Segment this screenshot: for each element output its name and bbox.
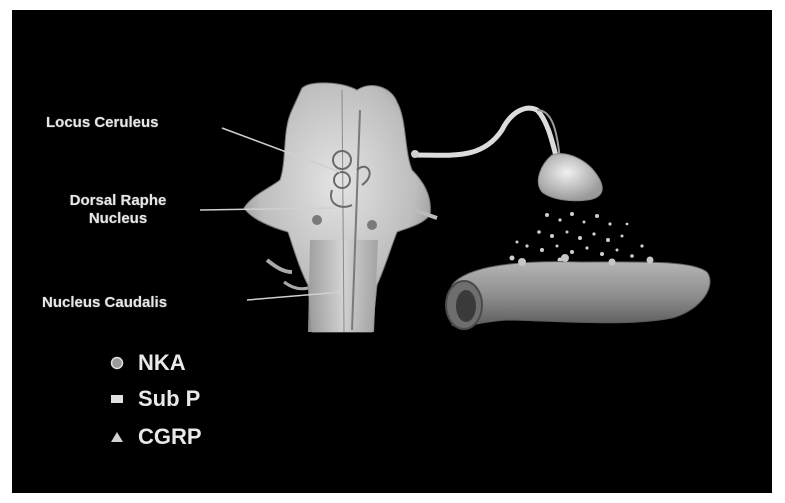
legend-label: NKA (138, 350, 186, 376)
legend-item-sub-p: Sub P (108, 386, 200, 412)
label-dorsal-raphe-nucleus: Dorsal Raphe Nucleus (44, 192, 192, 228)
legend-label: CGRP (138, 424, 202, 450)
trigeminal-nerve (411, 108, 560, 160)
triangle-marker-icon (108, 430, 126, 444)
trigeminal-ganglion (538, 154, 602, 201)
legend-item-nka: NKA (108, 350, 186, 376)
label-locus-ceruleus: Locus Ceruleus (46, 114, 159, 132)
illustration (12, 10, 772, 493)
label-nucleus-caudalis: Nucleus Caudalis (42, 294, 167, 312)
square-marker-icon (108, 392, 126, 406)
label-dorsal-raphe-line1: Dorsal Raphe (44, 192, 192, 210)
diagram-panel: Locus Ceruleus Dorsal Raphe Nucleus Nucl… (12, 10, 772, 493)
label-dorsal-raphe-line2: Nucleus (44, 210, 192, 228)
brainstem (244, 83, 437, 332)
neuropeptide-particles (510, 212, 644, 263)
circle-marker-icon (108, 356, 126, 370)
legend-label: Sub P (138, 386, 200, 412)
legend-item-cgrp: CGRP (108, 424, 202, 450)
blood-vessel (446, 254, 710, 329)
